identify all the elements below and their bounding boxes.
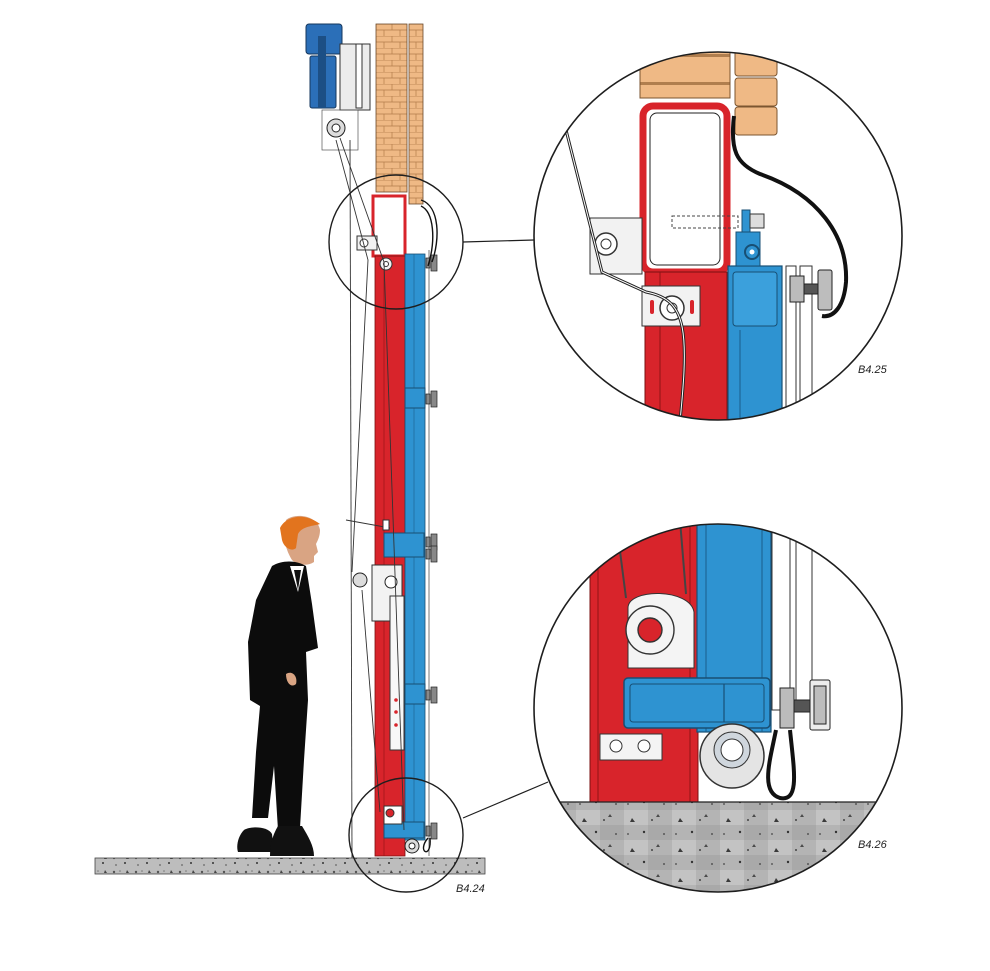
blue-sliding-leaf	[383, 253, 426, 841]
label-detail-bottom: B4.26	[858, 839, 888, 851]
drive-motor	[305, 23, 371, 151]
detail-top: B4.25	[533, 51, 903, 421]
leader-bottom	[462, 781, 549, 819]
leader-top	[462, 239, 535, 243]
concrete-floor	[94, 857, 486, 875]
drive-cables	[335, 137, 405, 859]
detail-bottom: B4.26	[533, 523, 903, 893]
label-detail-top: B4.25	[858, 364, 888, 376]
brick-wall	[375, 23, 424, 205]
overview-elevation: B4.24	[94, 23, 549, 895]
bracket-pulleys	[345, 235, 420, 854]
magnifier-bottom	[348, 777, 464, 893]
label-overview: B4.24	[456, 883, 485, 895]
person-silhouette	[237, 515, 320, 856]
guide-rail	[420, 199, 438, 856]
